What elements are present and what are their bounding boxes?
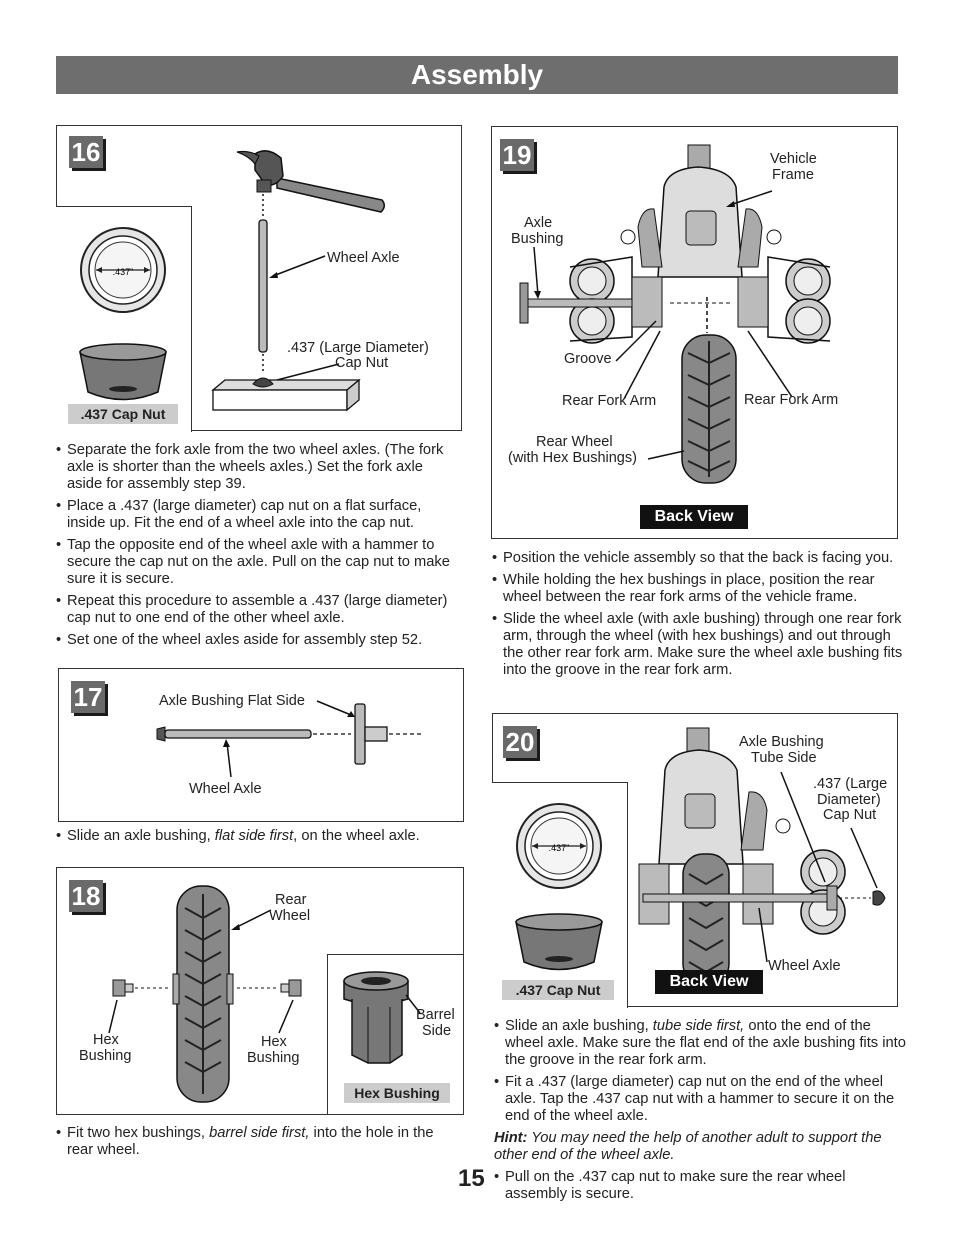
instruction-item: Fit a .437 (large diameter) cap nut on t…: [494, 1074, 906, 1125]
instruction-text: onto the end of the wheel axle. Make sur…: [505, 1018, 906, 1068]
vehicle-frame-label-line2: Frame: [772, 167, 814, 183]
step-18-panel: 18 Rear Wheel Hex Bushing Hex Bushing: [56, 867, 464, 1115]
step-number: 20: [503, 726, 537, 758]
cap-nut-label-line2: Cap Nut: [335, 355, 389, 371]
cap-size-label: .437": [113, 267, 134, 277]
hint-label: Hint:: [494, 1130, 528, 1146]
step-number: 18: [69, 880, 103, 912]
step-19-instructions: Position the vehicle assembly so that th…: [492, 550, 904, 684]
cap-nut-side-illustration: [79, 343, 167, 401]
groove-label: Groove: [564, 351, 612, 367]
step-16-panel: 16 .437" .437 Cap Nut: [56, 125, 462, 432]
instruction-emphasis: tube side first,: [652, 1018, 745, 1034]
barrel-side-label-line1: Barrel: [416, 1007, 455, 1023]
cap-nut-label: .437 Cap Nut: [502, 980, 614, 1000]
back-view-label: Back View: [655, 970, 763, 994]
wheel-axle-label: Wheel Axle: [327, 250, 400, 266]
instruction-emphasis: flat side first: [214, 828, 294, 844]
vehicle-frame-label-line1: Vehicle: [770, 151, 817, 167]
cap-nut-label: .437 Cap Nut: [68, 404, 178, 424]
instruction-item: Set one of the wheel axles aside for ass…: [56, 632, 456, 649]
barrel-side-label-line2: Side: [422, 1023, 452, 1039]
page-number: 15: [458, 1165, 485, 1192]
wheel-axle-label: Wheel Axle: [768, 958, 841, 974]
wheel-axle-label: Wheel Axle: [189, 781, 262, 797]
cap-nut-label-line1: .437 (Large Diameter): [287, 340, 429, 356]
step-19-panel: 19: [491, 126, 898, 539]
instruction-item: Slide an axle bushing, tube side first, …: [494, 1018, 906, 1069]
rear-wheel-label-line2: Wheel: [269, 908, 311, 924]
flat-side-label: Axle Bushing Flat Side: [159, 693, 305, 709]
instruction-text: Slide an axle bushing,: [505, 1018, 653, 1034]
hint-note: Hint: You may need the help of another a…: [494, 1130, 906, 1164]
hammer-axle-illustration: [211, 150, 385, 412]
instruction-item: Pull on the .437 cap nut to make sure th…: [494, 1169, 906, 1203]
cap-nut-callout-line1: .437 (Large: [813, 776, 888, 792]
cap-nut-side-illustration: [515, 913, 603, 971]
instruction-text: Fit two hex bushings,: [67, 1125, 210, 1141]
step-number: 17: [71, 681, 105, 713]
rear-wheel-label-line1: Rear Wheel: [536, 434, 613, 450]
rear-fork-arm-left-label: Rear Fork Arm: [562, 393, 657, 409]
hint-text: You may need the help of another adult t…: [494, 1130, 882, 1163]
instruction-text: Slide an axle bushing,: [67, 828, 215, 844]
cap-nut-inset: .437" .437 Cap Nut: [492, 782, 628, 1008]
instruction-item: Position the vehicle assembly so that th…: [492, 550, 904, 567]
axle-bushing-illustration: [156, 700, 423, 778]
rear-wheel-illustration: [108, 885, 302, 1103]
instruction-item: Slide an axle bushing, flat side first, …: [56, 828, 462, 845]
instruction-item: Repeat this procedure to assemble a .437…: [56, 593, 456, 627]
tube-side-label-line2: Tube Side: [751, 750, 817, 766]
cap-size-label: .437": [549, 843, 570, 853]
instruction-item: Slide the wheel axle (with axle bushing)…: [492, 611, 904, 679]
cap-nut-callout-line2: Diameter): [817, 792, 881, 808]
hex-bushing-label-left-line2: Bushing: [79, 1048, 132, 1064]
cap-nut-callout-line3: Cap Nut: [823, 807, 877, 823]
step-17-panel: 17 Axle Bushing Flat Side Wheel Axle: [58, 668, 464, 822]
hex-bushing-inset: Barrel Side Hex Bushing: [327, 954, 463, 1114]
instruction-emphasis: barrel side first,: [209, 1125, 310, 1141]
rear-fork-arm-right-label: Rear Fork Arm: [744, 392, 839, 408]
instruction-item: Separate the fork axle from the two whee…: [56, 442, 456, 493]
vehicle-axle-capnut-illustration: [638, 727, 886, 985]
rear-wheel-label-line2: (with Hex Bushings): [508, 450, 637, 466]
page-title: Assembly: [56, 56, 898, 94]
cap-nut-inset: .437" .437 Cap Nut: [56, 206, 192, 432]
axle-bushing-label-line1: Axle: [524, 215, 553, 231]
step-number: 16: [69, 136, 103, 168]
hex-bushing-illustration: [343, 971, 421, 1064]
step-number: 19: [500, 139, 534, 171]
cap-nut-top-view-illustration: .437": [80, 227, 166, 313]
cap-nut-top-view-illustration: .437": [516, 803, 602, 889]
tube-side-label-line1: Axle Bushing: [739, 734, 824, 750]
instruction-item: Place a .437 (large diameter) cap nut on…: [56, 498, 456, 532]
instruction-item: Tap the opposite end of the wheel axle w…: [56, 537, 456, 588]
step-17-instructions: Slide an axle bushing, flat side first, …: [56, 828, 462, 850]
instruction-text: into the hole in the rear wheel.: [67, 1125, 434, 1158]
axle-bushing-label-line2: Bushing: [511, 231, 564, 247]
instruction-text: , on the wheel axle.: [293, 828, 420, 844]
step-20-instructions: Slide an axle bushing, tube side first, …: [494, 1018, 906, 1208]
hex-bushing-label-left-line1: Hex: [93, 1032, 119, 1048]
hex-bushing-label-right-line1: Hex: [261, 1034, 287, 1050]
instruction-item: Fit two hex bushings, barrel side first,…: [56, 1125, 456, 1159]
step-18-instructions: Fit two hex bushings, barrel side first,…: [56, 1125, 456, 1164]
step-16-instructions: Separate the fork axle from the two whee…: [56, 442, 456, 654]
rear-wheel-label-line1: Rear: [275, 892, 307, 908]
vehicle-back-view-illustration: [519, 144, 831, 484]
back-view-label: Back View: [640, 505, 748, 529]
hex-bushing-tag: Hex Bushing: [344, 1083, 450, 1103]
instruction-item: While holding the hex bushings in place,…: [492, 572, 904, 606]
step-20-panel: 20: [492, 713, 898, 1008]
hex-bushing-label-right-line2: Bushing: [247, 1050, 300, 1066]
